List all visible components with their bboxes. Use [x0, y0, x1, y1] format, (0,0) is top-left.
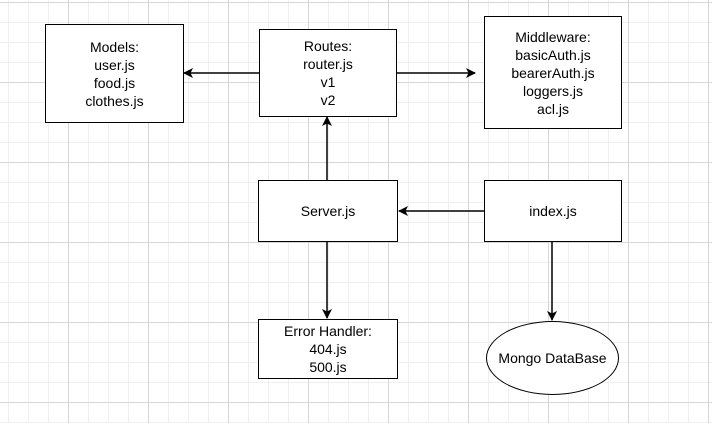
error-handler-file-500: 500.js — [309, 359, 347, 375]
routes-title: Routes: — [303, 38, 353, 54]
index-label: index.js — [529, 203, 577, 219]
routes-file-router: router.js — [303, 56, 353, 72]
error-handler-node: Error Handler: 404.js 500.js — [258, 319, 398, 379]
routes-version-v1: v1 — [320, 74, 336, 90]
server-label: Server.js — [300, 203, 356, 219]
middleware-file-loggers: loggers.js — [523, 82, 583, 99]
middleware-file-basicauth: basicAuth.js — [515, 46, 591, 63]
middleware-file-bearerauth: bearerAuth.js — [511, 64, 595, 81]
server-node: Server.js — [258, 180, 398, 242]
index-node: index.js — [484, 180, 622, 242]
error-handler-title: Error Handler: — [284, 323, 372, 339]
models-file-user: user.js — [94, 56, 135, 73]
middleware-node: Middleware: basicAuth.js bearerAuth.js l… — [484, 16, 622, 129]
middleware-file-acl: acl.js — [537, 100, 569, 117]
models-file-clothes: clothes.js — [85, 92, 144, 109]
middleware-title: Middleware: — [515, 28, 591, 45]
models-node: Models: user.js food.js clothes.js — [45, 24, 184, 123]
models-file-food: food.js — [93, 74, 136, 91]
models-title: Models: — [89, 38, 140, 55]
mongo-database-label: Mongo DataBase — [498, 350, 607, 366]
routes-node: Routes: router.js v1 v2 — [259, 29, 397, 117]
routes-version-v2: v2 — [320, 92, 336, 108]
mongo-database-node: Mongo DataBase — [486, 321, 619, 395]
error-handler-file-404: 404.js — [309, 341, 347, 357]
